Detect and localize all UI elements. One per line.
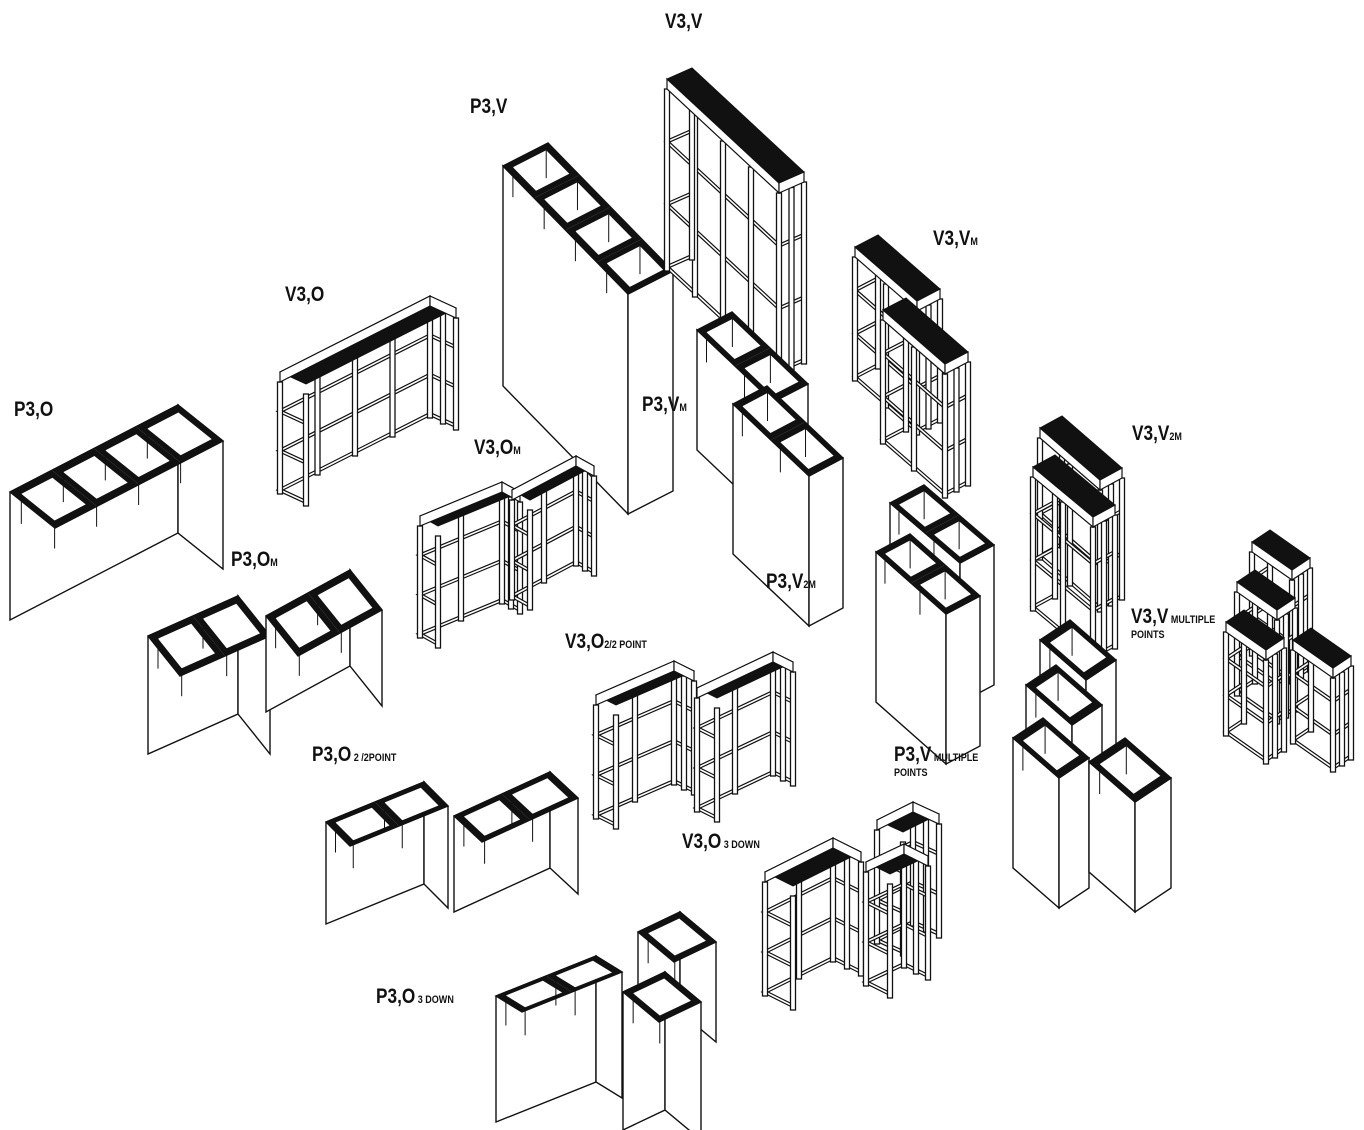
p3-o-22point-block-a	[324, 780, 450, 926]
v3-o-frame	[275, 295, 460, 507]
label-v3-v2m: V3,V2M	[1132, 422, 1182, 445]
label-p3-o: P3,O	[14, 398, 54, 421]
v3-v2m-frame-b	[1029, 454, 1119, 662]
label-v3-o-3down: V3,O 3 DOWN	[682, 830, 760, 853]
v3-om-frame-a	[415, 480, 524, 649]
label-p3-o-22point: P3,O 2 /2POINT	[312, 743, 397, 766]
p3-vm-block-b	[731, 385, 845, 628]
p3-o-3down-block-a	[494, 954, 624, 1124]
v3-v-multiple-d	[1289, 627, 1355, 773]
v3-v-multiple-c	[1222, 609, 1288, 765]
label-v3-v: V3,V	[665, 10, 703, 33]
p3-v-multiple-c	[1011, 717, 1091, 910]
label-p3-v2m: P3,V2M	[766, 570, 816, 593]
label-p3-o-3down: P3,O 3 DOWN	[376, 985, 454, 1008]
p3-o-3down-block-c	[621, 970, 703, 1130]
label-v3-om: V3,OM	[474, 436, 521, 459]
label-p3-vm: P3,VM	[642, 393, 687, 416]
v3-vm-frame-b	[879, 297, 972, 499]
v3-o-3down-frame-c	[861, 843, 932, 999]
v3-om-frame-b	[507, 454, 598, 611]
p3-om-block-b	[264, 568, 384, 714]
label-v3-vm: V3,VM	[933, 227, 978, 250]
v3-o-3down-frame-a	[760, 837, 865, 1011]
p3-v-block	[501, 142, 675, 516]
p3-om-block-a	[146, 594, 272, 756]
label-p3-om: P3,OM	[231, 548, 278, 571]
p3-o-22point-block-b	[452, 770, 580, 914]
p3-v2m-block-b	[874, 533, 982, 766]
p3-v-multiple-d	[1087, 737, 1173, 914]
v3-o-22point-frame-a	[591, 660, 698, 830]
v3-o-22point-frame-b	[692, 651, 797, 823]
label-p3-v: P3,V	[470, 95, 508, 118]
label-v3-o-22point: V3,O2/2 POINT	[565, 630, 647, 653]
p3-o-block	[8, 403, 225, 622]
label-v3-o: V3,O	[285, 283, 325, 306]
